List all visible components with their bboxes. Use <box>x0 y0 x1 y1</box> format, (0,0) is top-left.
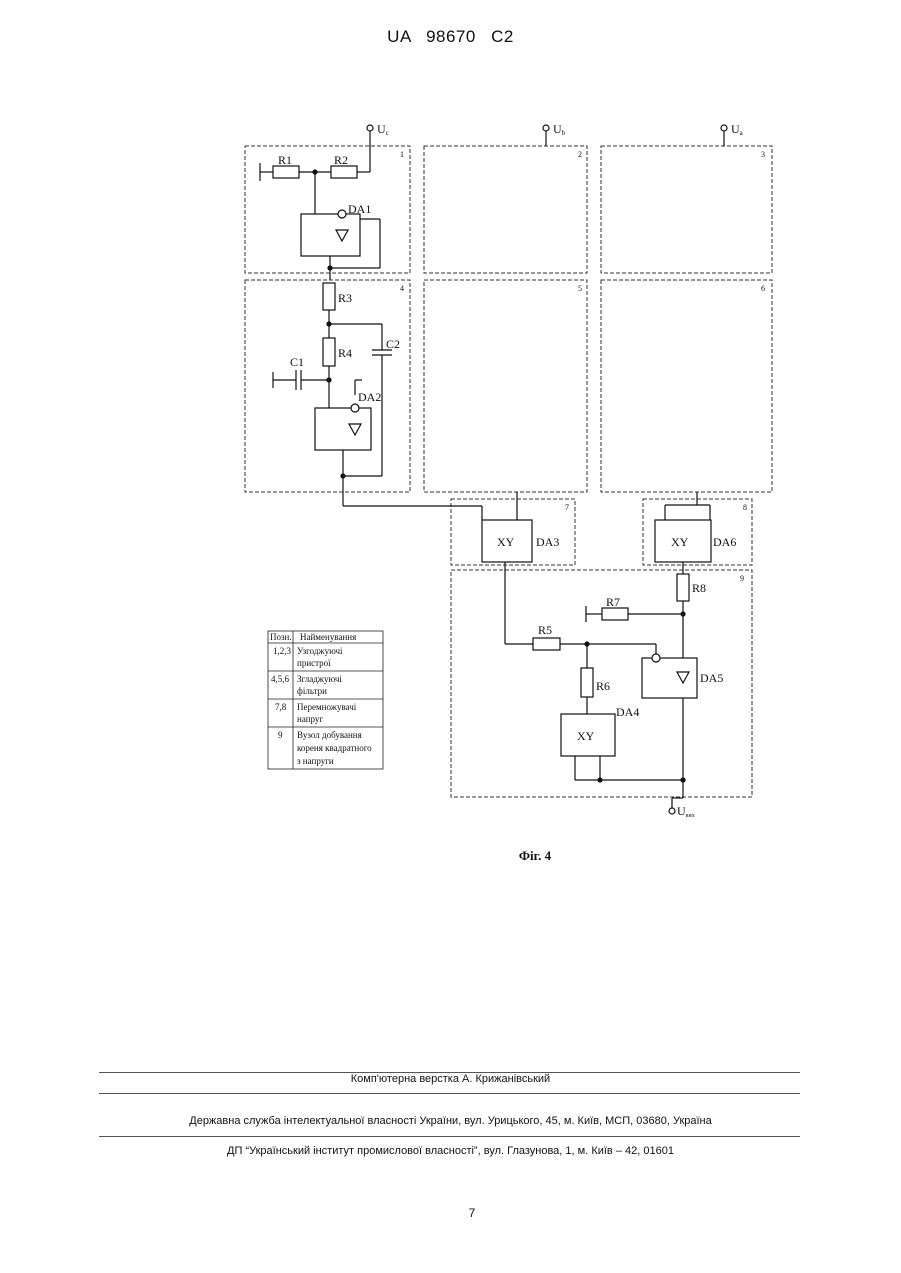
label-da4: DA4 <box>616 705 639 719</box>
label-da3: DA3 <box>536 535 559 549</box>
footer-divider-bottom <box>99 1136 800 1137</box>
block-5-number: 5 <box>578 284 582 293</box>
block-6 <box>601 280 772 492</box>
label-xy-da6: XY <box>671 535 689 549</box>
block-2 <box>424 146 587 273</box>
terminal-uout-label: Uвих <box>677 804 695 819</box>
resistor-r4 <box>323 338 335 366</box>
resistor-r8 <box>677 574 689 601</box>
label-c1: C1 <box>290 355 304 369</box>
legend-row-4-name-2: кореня квадратного <box>297 743 372 753</box>
footer-office: Державна служба інтелектуальної власност… <box>0 1115 901 1127</box>
block-3-number: 3 <box>761 150 765 159</box>
resistor-r6 <box>581 668 593 697</box>
legend-row-2-name-2: фільтри <box>297 686 327 696</box>
legend-header-pos: Позн. <box>270 632 292 642</box>
label-da1: DA1 <box>348 202 371 216</box>
resistor-r7 <box>602 608 628 620</box>
resistor-r3 <box>323 283 335 310</box>
terminal-uc-label: Uc <box>377 122 389 137</box>
page-number: 7 <box>0 1206 901 1220</box>
legend-row-4-name-1: Вузол добування <box>297 730 362 740</box>
label-xy-da4: XY <box>577 729 595 743</box>
footer-divider-middle <box>99 1093 800 1094</box>
label-r5: R5 <box>538 623 552 637</box>
label-r2: R2 <box>334 153 348 167</box>
label-r3: R3 <box>338 291 352 305</box>
block-2-number: 2 <box>578 150 582 159</box>
block-4-number: 4 <box>400 284 404 293</box>
label-r8: R8 <box>692 581 706 595</box>
legend-row-1-name-1: Узгоджуючі <box>297 646 343 656</box>
legend-row-4-pos: 9 <box>278 730 283 740</box>
block-5 <box>424 280 587 492</box>
block-9-number: 9 <box>740 574 744 583</box>
resistor-r2 <box>331 166 357 178</box>
label-r7: R7 <box>606 595 620 609</box>
label-r1: R1 <box>278 153 292 167</box>
label-r4: R4 <box>338 346 352 360</box>
resistor-r5 <box>533 638 560 650</box>
block-7-number: 7 <box>565 503 569 512</box>
legend-row-1-name-2: пристрої <box>297 658 331 668</box>
block-3 <box>601 146 772 273</box>
legend-row-3-name-2: напруг <box>297 714 323 724</box>
block-4 <box>245 280 410 492</box>
circuit-diagram: 1 2 3 4 5 6 7 8 9 Uc Ub Ua Uвих R1 R2 DA… <box>0 0 901 840</box>
legend-row-2-name-1: Згладжуючі <box>297 674 342 684</box>
legend-row-3-name-1: Перемножувачі <box>297 702 357 712</box>
block-6-number: 6 <box>761 284 765 293</box>
label-da5: DA5 <box>700 671 723 685</box>
label-r6: R6 <box>596 679 610 693</box>
label-c2: C2 <box>386 337 400 351</box>
resistor-r1 <box>273 166 299 178</box>
legend-table: Позн. Найменування 1,2,3 Узгоджуючі прис… <box>268 631 383 769</box>
figure-caption: Фіг. 4 <box>0 848 901 864</box>
terminal-ua-label: Ua <box>731 122 744 137</box>
block-8-number: 8 <box>743 503 747 512</box>
legend-row-2-pos: 4,5,6 <box>271 674 290 684</box>
opamp-da5 <box>642 658 697 698</box>
legend-row-4-name-3: з напруги <box>297 756 334 766</box>
legend-row-3-pos: 7,8 <box>275 702 287 712</box>
opamp-da1 <box>301 214 360 256</box>
label-xy-da3: XY <box>497 535 515 549</box>
block-1-number: 1 <box>400 150 404 159</box>
opamp-da2 <box>315 408 371 450</box>
legend-row-1-pos: 1,2,3 <box>273 646 292 656</box>
footer-institute: ДП “Український інститут промислової вла… <box>0 1145 901 1157</box>
label-da6: DA6 <box>713 535 736 549</box>
label-da2: DA2 <box>358 390 381 404</box>
terminal-ub-label: Ub <box>553 122 566 137</box>
footer-compositor: Комп'ютерна верстка А. Крижанівський <box>0 1073 901 1085</box>
legend-header-name: Найменування <box>300 632 356 642</box>
